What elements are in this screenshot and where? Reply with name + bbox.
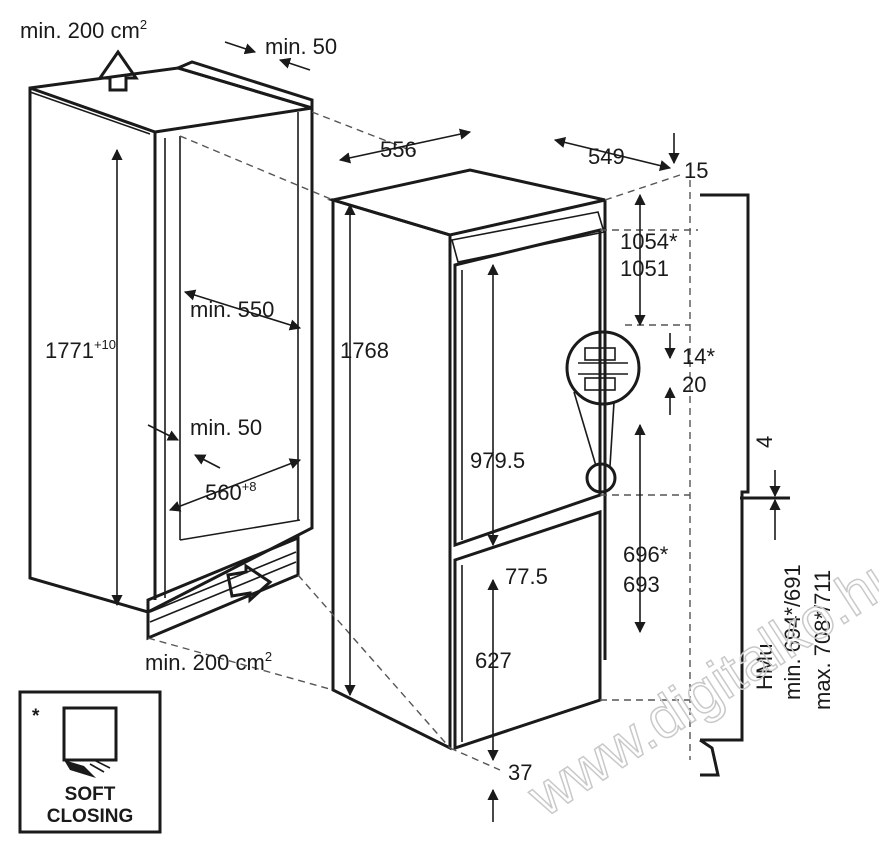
door-icon: [62, 706, 118, 762]
construction-lines: [147, 111, 698, 771]
upper-door: [453, 228, 602, 548]
label-niche-width: 560+8: [205, 479, 257, 505]
dimension-labels: min. 200 cm2 min. 50 556 549 15 1771+10 …: [20, 17, 835, 785]
label-bottom-gap: 37: [508, 760, 532, 785]
vent-top-arrow: [97, 49, 139, 92]
width-arrow: [338, 128, 472, 164]
kitchen-door-profile: [699, 193, 790, 777]
lower-door: [453, 509, 602, 751]
label-hmu-max: max. 708*/711: [810, 570, 835, 710]
label-vent-bottom: min. 200 cm2: [145, 649, 272, 675]
label-width: 556: [380, 137, 417, 162]
label-hmu-min: min. 694*/691: [780, 564, 805, 700]
label-hinge-b: 20: [682, 372, 706, 397]
niche-cabinet: [28, 49, 314, 641]
dimension-lines: [111, 41, 781, 822]
label-gap-4: 4: [752, 436, 777, 448]
label-vent-top: min. 200 cm2: [20, 17, 147, 43]
label-hmu: HMu: [752, 644, 777, 690]
label-depth: 549: [588, 144, 625, 169]
badge-line1: SOFT: [65, 784, 116, 805]
depth-arrow: [553, 136, 672, 172]
label-lower-door-height: 627: [475, 648, 512, 673]
badge-line2: CLOSING: [47, 806, 134, 827]
label-hinge-a: 14*: [682, 344, 715, 369]
label-lower-offset-b: 693: [623, 572, 660, 597]
label-niche-depth: min. 550: [190, 297, 274, 322]
soft-closing-badge: * SOFT CLOSING: [18, 690, 162, 834]
badge-star: *: [32, 706, 40, 727]
label-upper-door-a: 1054*: [620, 229, 678, 254]
label-upper-door-b: 1051: [620, 256, 669, 281]
hinge-detail-zoom: [565, 330, 641, 406]
label-lower-offset-a: 696*: [623, 542, 669, 567]
label-upper-door-height: 979.5: [470, 448, 525, 473]
vent-bottom-arrow: [226, 563, 273, 604]
label-appliance-height: 1768: [340, 338, 389, 363]
hinge-detail-marker: [585, 462, 617, 494]
label-gap-top: min. 50: [265, 34, 337, 59]
soft-close-motion-icon: [64, 760, 96, 778]
label-top-gap: 15: [684, 158, 708, 183]
niche-width-arrow: [168, 458, 302, 512]
label-rear-gap: min. 50: [190, 415, 262, 440]
label-door-gap: 77.5: [505, 564, 548, 589]
label-niche-height: 1771+10: [45, 337, 116, 363]
